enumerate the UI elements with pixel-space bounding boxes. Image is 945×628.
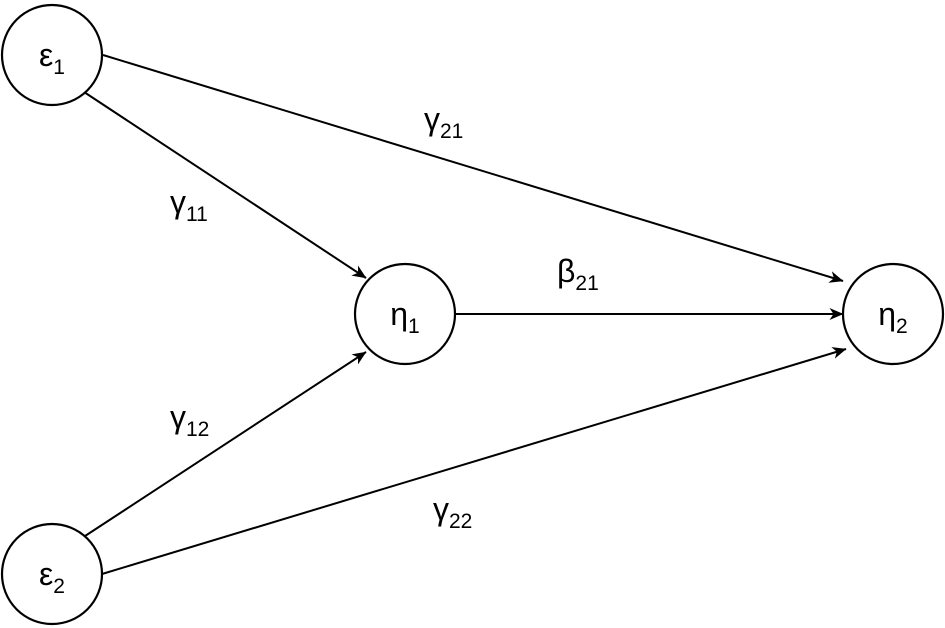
edge-label-gamma21-subscript: 21	[440, 120, 463, 143]
node-eta1-label: η1	[390, 296, 419, 338]
edge-label-gamma12-subscript: 12	[186, 418, 209, 441]
edge-eps1-eta1	[80, 89, 367, 279]
edge-label-gamma12-symbol: γ	[170, 399, 186, 435]
node-eps2-subscript: 2	[53, 575, 65, 598]
edge-label-beta21: β21	[557, 253, 599, 295]
edge-label-beta21-subscript: 21	[575, 272, 598, 295]
node-eta1-subscript: 1	[408, 315, 420, 338]
node-eps1-symbol: ε	[39, 37, 53, 73]
node-eta2-label: η2	[878, 296, 907, 338]
edge-label-gamma22-symbol: γ	[433, 491, 449, 527]
edge-label-gamma21: γ21	[424, 101, 463, 143]
node-eps2-symbol: ε	[39, 556, 53, 592]
node-eta1: η1	[353, 262, 457, 366]
edge-label-gamma22-subscript: 22	[449, 510, 472, 533]
edge-label-gamma11: γ11	[170, 184, 208, 226]
edge-label-gamma11-symbol: γ	[170, 184, 186, 220]
edge-eps2-eta2	[101, 347, 847, 575]
node-eps1-label: ε1	[39, 37, 65, 79]
edge-label-gamma21-symbol: γ	[424, 101, 440, 137]
node-eta2-symbol: η	[878, 296, 896, 332]
node-eps2-label: ε2	[39, 556, 65, 598]
node-eta2-circle	[841, 262, 945, 366]
node-eps1-circle	[0, 3, 104, 107]
edge-eps1-eta2	[102, 54, 844, 283]
node-eps2-circle	[0, 522, 104, 626]
node-eta2-subscript: 2	[896, 315, 908, 338]
edge-label-gamma22: γ22	[433, 491, 472, 533]
edge-label-gamma12: γ12	[170, 399, 209, 441]
node-eta2: η2	[841, 262, 945, 366]
node-eta1-symbol: η	[390, 296, 408, 332]
edges	[80, 54, 847, 575]
node-eta1-circle	[353, 262, 457, 366]
edge-eps2-eta1	[81, 351, 367, 539]
edge-label-beta21-symbol: β	[557, 253, 575, 289]
node-eps1: ε1	[0, 3, 104, 107]
node-eps1-subscript: 1	[53, 56, 65, 79]
node-eps2: ε2	[0, 522, 104, 626]
edge-label-gamma11-subscript: 11	[186, 203, 208, 226]
